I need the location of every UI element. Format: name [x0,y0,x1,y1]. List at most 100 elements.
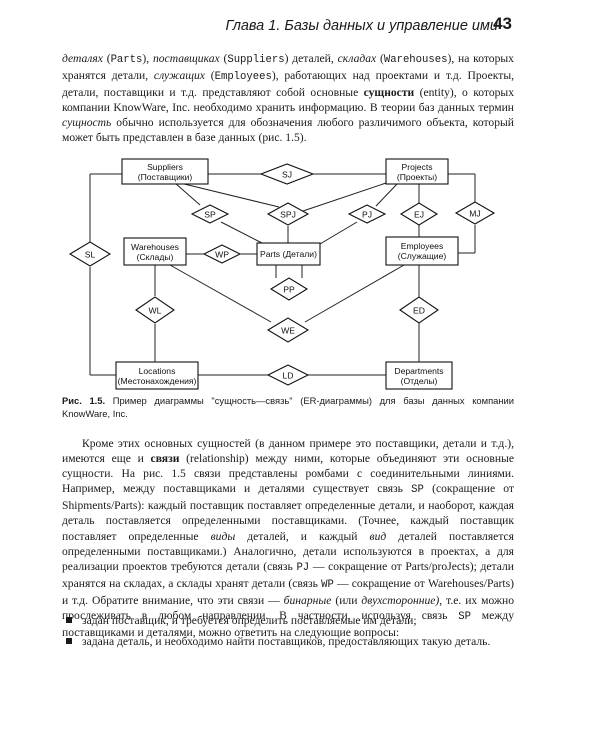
entity-suppliers-name: Suppliers [147,162,183,172]
bullet-square-icon [66,617,72,623]
bullet-item: задан поставщик, и требуется определить … [62,613,514,628]
bullet-item-text: задана деталь, и необходимо найти постав… [82,635,491,649]
text-run: деталях [62,52,103,65]
text-run: ( [219,52,228,65]
text-run: между поставщиками и деталями, можно отв… [62,609,514,640]
text-run: поставщиках [152,52,220,65]
relationship-spj-label: SPJ [280,210,296,220]
text-run: — сокращение от Parts/proJects); детали … [62,559,514,590]
text-run: ( [204,69,215,83]
relationship-we: WE [266,317,310,343]
page-number: 43 [493,14,512,33]
text-run: Warehouses [383,54,448,66]
relationship-sl: SL [68,241,112,267]
entity-employees-name-ru: (Служащие) [398,251,447,261]
text-run: PJ [296,561,310,574]
relationship-mj: MJ [454,201,496,225]
paragraph-relationships: Кроме этих основных сущностей (в данном … [62,436,514,640]
text-run: (сокращение от Shipments/Parts): каждый … [62,482,514,543]
entity-employees-name: Employees [401,241,444,251]
text-run: ), [142,52,153,65]
bullet-list: задан поставщик, и требуется определить … [62,613,514,655]
entity-projects-name-ru: (Проекты) [397,172,437,182]
text-run: , т.е. их можно прослеживать в любом нап… [62,593,514,623]
text-run: обычно используется для обозначения любо… [62,116,514,145]
text-run: (entity), о которых компании KnowWare, I… [62,86,515,115]
text-run: бинарные [283,593,332,607]
entity-parts: Parts (Детали) [256,242,321,266]
relationship-wl-label: WL [149,306,162,316]
bullet-item: задана деталь, и необходимо найти постав… [62,634,514,649]
relationship-sj-label: SJ [282,170,292,180]
text-run: (или [331,593,362,607]
bullet-square-icon [66,638,72,645]
relationship-wp-label: WP [215,250,229,260]
entity-departments-name: Departments [394,366,443,376]
text-run: (relationship) между ними, которые объед… [62,452,514,496]
text-run: сущность [62,116,112,130]
entity-warehouses: Warehouses (Склады) [123,237,187,266]
text-run: двухсторонние) [361,593,440,607]
relationship-ej-label: EJ [414,210,424,220]
figure-caption-label: Рис. 1.5. [62,395,106,406]
relationship-pp: PP [269,277,309,301]
text-run: ), работающих над проектами и т.д. Проек… [62,69,515,100]
relationship-mj-label: MJ [469,209,480,219]
text-run: WP [321,578,334,591]
relationship-sp-label: SP [204,210,216,220]
text-run: Suppliers [227,54,285,66]
text-run: служащих [153,69,205,83]
text-run: связи [150,452,180,466]
relationship-ed-label: ED [413,306,425,316]
entity-warehouses-name: Warehouses [131,242,179,252]
text-run: сущности [363,86,415,100]
text-run: складах [337,52,377,65]
bullet-item-text: задан поставщик, и требуется определить … [82,614,417,627]
text-run: деталей поставляется определенными поста… [62,529,515,573]
chapter-title: Глава 1. Базы данных и управление ими [225,18,498,34]
entity-departments-name-ru: (Отделы) [401,376,438,386]
text-run: деталей, и каждый [235,529,370,543]
relationship-wp: WP [202,244,242,264]
entity-locations: Locations (Местонахождения) [115,361,199,390]
entity-parts-name: Parts (Детали) [260,249,317,259]
relationship-ld-label: LD [283,371,294,381]
text-run: Employees [214,71,272,84]
relationship-we-label: WE [281,326,295,336]
entity-projects: Projects (Проекты) [385,158,449,185]
entity-locations-name: Locations [139,366,176,376]
relationship-pj-label: PJ [362,210,372,220]
entity-employees: Employees (Служащие) [385,236,459,266]
relationship-pp-label: PP [283,285,295,295]
text-run: ( [102,52,111,65]
text-run: SP [411,484,424,497]
relationship-spj: SPJ [266,202,310,226]
relationship-ej: EJ [399,202,439,226]
figure-caption: Рис. 1.5. Пример диаграммы "сущность—свя… [62,395,514,420]
text-run: виды [210,529,236,543]
running-head: Глава 1. Базы данных и управление ими [60,18,530,34]
entity-departments: Departments (Отделы) [385,361,453,390]
entity-warehouses-name-ru: (Склады) [137,252,174,262]
entity-suppliers: Suppliers (Поставщики) [121,158,209,185]
relationship-ed: ED [399,296,439,324]
relationship-pj: PJ [347,204,387,224]
relationship-sp: SP [190,204,230,224]
entity-projects-name: Projects [401,162,432,172]
text-run: ), на которых хранятся детали, [62,52,514,83]
paragraph-intro: деталях (Parts), поставщиках (Suppliers)… [62,51,514,146]
text-run: вид [369,529,387,543]
entity-locations-name-ru: (Местонахождения) [118,376,197,386]
relationship-sl-label: SL [85,250,96,260]
text-run: SP [458,611,471,624]
text-run: — сокращение от Warehouses/Parts) и т.д.… [62,576,514,607]
text-run: Кроме этих основных сущностей (в данном … [62,437,514,466]
entity-suppliers-name-ru: (Поставщики) [138,172,193,182]
connector-lines [89,173,476,376]
relationship-sj: SJ [259,163,315,185]
relationship-wl: WL [135,296,175,324]
figure-caption-text: Пример диаграммы "сущность—связь" (ER-ди… [62,395,515,419]
text-run: Parts [110,54,143,66]
